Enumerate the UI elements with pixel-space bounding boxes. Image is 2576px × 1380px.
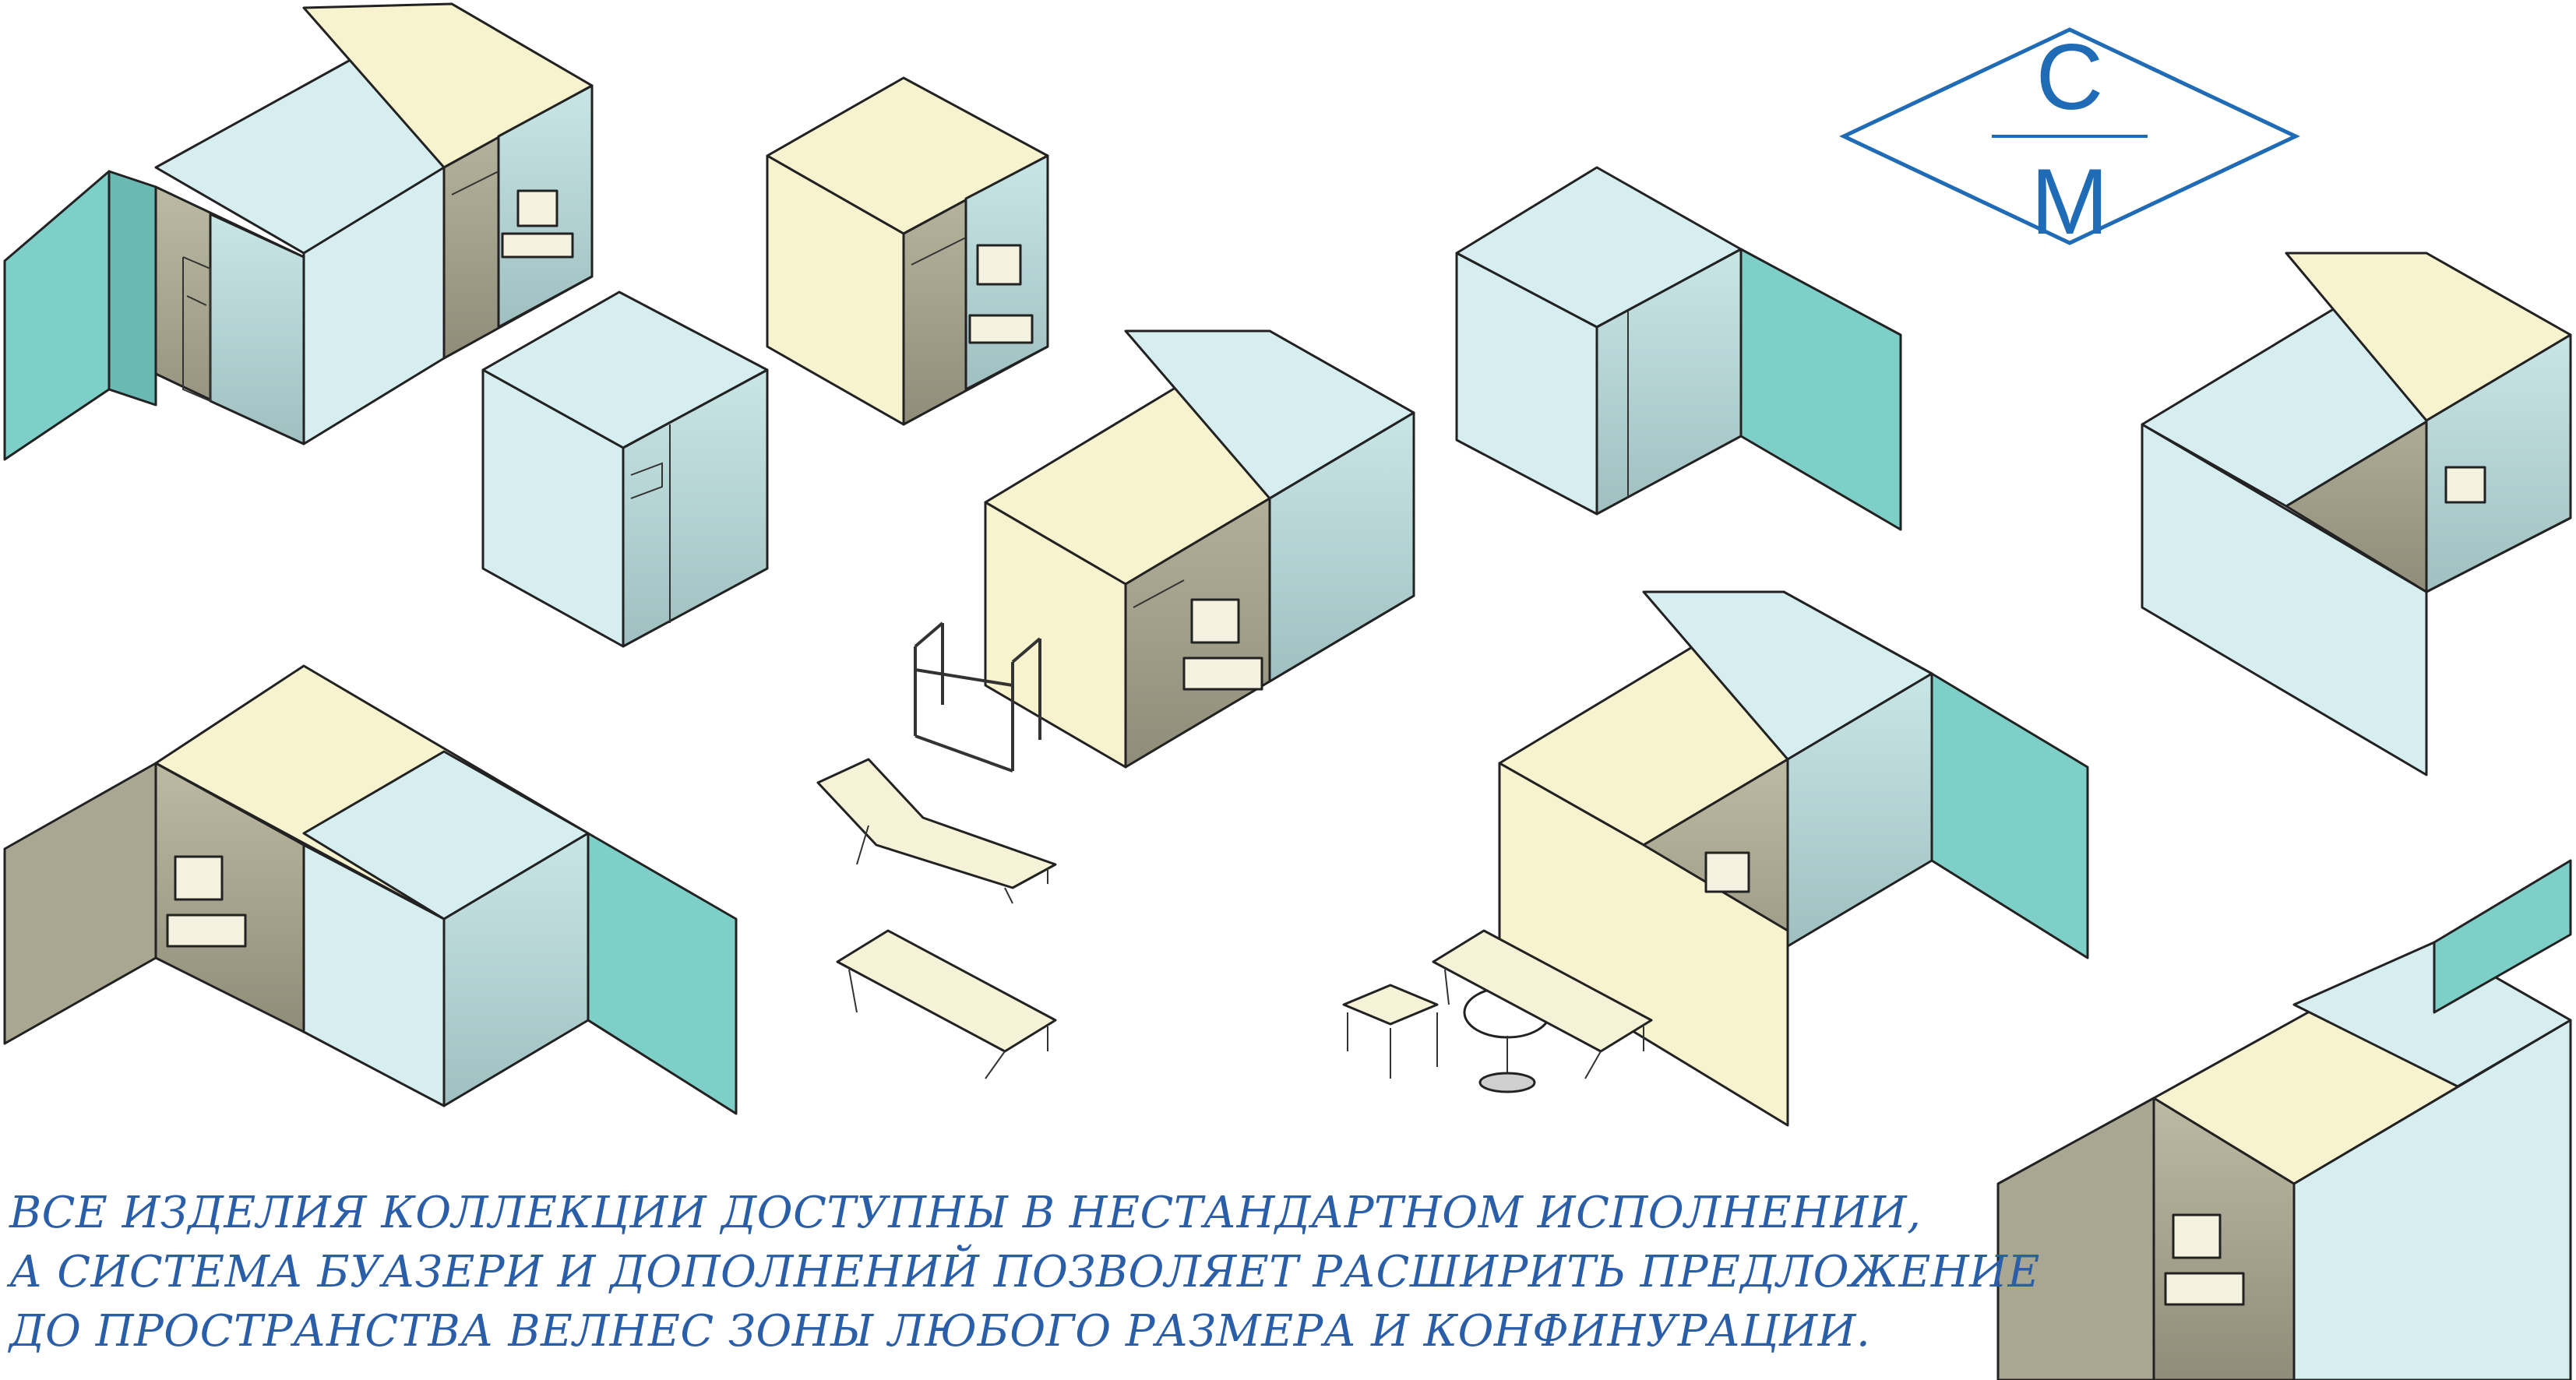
stool <box>1342 984 1439 1079</box>
sauna-module-cream <box>766 76 1049 426</box>
sauna-module-right-edge <box>2141 252 2572 776</box>
logo-letter-bottom: М <box>2031 150 2109 254</box>
sauna-module-bottom-right <box>1996 859 2572 1380</box>
brand-logo: С М <box>1839 25 2300 254</box>
sauna-module-central-combo <box>984 329 1415 769</box>
bench-right <box>1432 929 1653 1079</box>
sauna-module-open-right-door <box>1455 166 1902 531</box>
collection-caption: ВСЕ ИЗДЕЛИЯ КОЛЛЕКЦИИ ДОСТУПНЫ В НЕСТАНД… <box>9 1184 2040 1361</box>
sauna-module-bottom-left <box>3 664 738 1115</box>
caption-line-1: ВСЕ ИЗДЕЛИЯ КОЛЛЕКЦИИ ДОСТУПНЫ В НЕСТАНД… <box>9 1188 1922 1238</box>
sauna-module-open-left-door <box>3 2 594 461</box>
caption-line-3: ДО ПРОСТРАНСТВА ВЕЛНЕС ЗОНЫ ЛЮБОГО РАЗМЕ… <box>9 1306 1871 1357</box>
towel-rack <box>914 621 1041 773</box>
lounge-chair <box>816 758 1057 904</box>
sauna-module-small-blue <box>481 290 769 648</box>
logo-letter-top: С <box>2036 25 2104 129</box>
bench-left <box>836 929 1057 1079</box>
caption-line-2: А СИСТЕМА БУАЗЕРИ И ДОПОЛНЕНИЙ ПОЗВОЛЯЕТ… <box>9 1247 2040 1297</box>
